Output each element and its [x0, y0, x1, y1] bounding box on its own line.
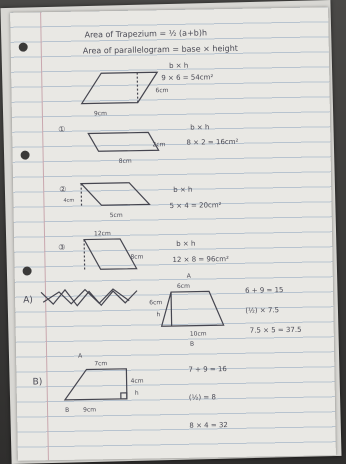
vertex-label: B [65, 407, 69, 414]
dimension-label: 6cm [177, 283, 190, 290]
parallelogram-shape [79, 182, 151, 206]
height-line [83, 239, 86, 270]
question-marker: ② [59, 185, 66, 194]
dimension-label: 2cm [152, 141, 165, 148]
working-line: 7 + 9 = 16 [188, 365, 227, 374]
vertex-label: A [187, 273, 192, 280]
heading-trapezium: Area of Trapezium = ½ (a+b)h [84, 28, 207, 39]
formula-text: b × h [173, 186, 192, 194]
dimension-label: 6cm [155, 87, 168, 94]
working-text: 5 × 4 = 20cm² [169, 201, 221, 210]
heading-parallelogram: Area of parallelogram = base × height [83, 44, 238, 56]
dimension-label: 9cm [94, 110, 107, 117]
scribble [40, 288, 138, 307]
question-marker: ③ [58, 243, 65, 252]
working-text: 8 × 2 = 16cm² [186, 138, 238, 147]
dimension-label: 4cm [63, 198, 74, 204]
dimension-label: 6cm [149, 299, 162, 306]
parallelogram-shape [80, 71, 159, 105]
working-line: 7.5 × 5 = 37.5 [250, 326, 302, 335]
working-text: 12 × 8 = 96cm² [172, 255, 229, 264]
parallelogram-shape [83, 238, 138, 270]
working-line: (½) × 7.5 [245, 306, 279, 315]
dimension-label: 8cm [119, 158, 132, 165]
dimension-label: 9cm [83, 406, 96, 413]
part-label: A) [23, 295, 33, 305]
height-line [170, 292, 173, 327]
dimension-label: 5cm [110, 212, 123, 219]
dimension-label: 4cm [131, 378, 144, 385]
part-label: B) [33, 377, 43, 387]
working-line: 6 + 9 = 15 [245, 286, 284, 295]
formula-text: b × h [190, 123, 209, 131]
working-text: 9 × 6 = 54cm² [161, 73, 213, 82]
parallelogram-shape [87, 131, 160, 152]
dimension-label: 7cm [94, 360, 107, 367]
working-line: (½) = 8 [189, 393, 216, 401]
vertex-label: h [135, 390, 139, 397]
formula-text: b × h [169, 62, 188, 70]
vertex-label: B [190, 341, 194, 348]
height-line [136, 72, 139, 103]
right-angle-mark [120, 392, 128, 400]
working-line: 8 × 4 = 32 [189, 421, 228, 430]
trapezium-shape [160, 290, 225, 327]
dimension-label: 8cm [130, 254, 143, 261]
dimension-label: 10cm [190, 330, 207, 337]
question-marker: ① [58, 125, 65, 134]
formula-text: b × h [176, 240, 195, 248]
vertex-label: A [78, 353, 83, 360]
trapezium-shape [63, 368, 128, 401]
dimension-label: 12cm [94, 230, 111, 237]
vertex-label: h [156, 311, 160, 318]
